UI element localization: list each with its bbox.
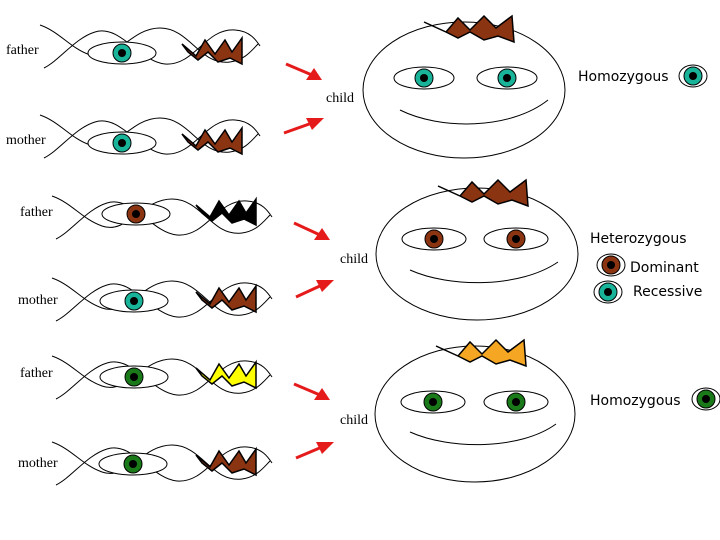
father-label: father bbox=[20, 205, 53, 220]
child-label: child bbox=[326, 91, 354, 106]
mother-label: mother bbox=[6, 133, 46, 148]
father-label: father bbox=[6, 43, 39, 58]
arrow-father-to-child bbox=[293, 221, 330, 240]
legend: Dominant Recessive bbox=[593, 253, 702, 304]
mother-hair bbox=[195, 283, 257, 314]
child-face bbox=[362, 14, 566, 159]
father-hair bbox=[195, 359, 257, 390]
arrow-mother-to-child bbox=[295, 280, 334, 299]
panel-1: father mother child bbox=[6, 14, 708, 159]
child-face bbox=[375, 178, 579, 321]
legend-recessive-label: Recessive bbox=[633, 284, 702, 300]
child-hair bbox=[423, 14, 515, 44]
arrow-mother-to-child bbox=[295, 442, 334, 460]
father-eye bbox=[126, 204, 146, 224]
legend-recessive: Recessive bbox=[593, 280, 702, 304]
mother-hair bbox=[181, 125, 243, 156]
father-hair bbox=[195, 196, 257, 227]
child-label: child bbox=[340, 413, 368, 428]
result-label: Heterozygous bbox=[590, 231, 687, 247]
panel-2: father mother child bbox=[18, 178, 702, 322]
child-hair bbox=[437, 178, 529, 208]
father-eye bbox=[112, 43, 132, 63]
father-hair bbox=[181, 35, 243, 66]
mother-eye bbox=[112, 133, 132, 153]
result-label: Homozygous bbox=[590, 393, 681, 409]
legend-dominant-label: Dominant bbox=[630, 260, 699, 276]
father-label: father bbox=[20, 366, 53, 381]
mother-hair bbox=[195, 446, 257, 477]
child-face bbox=[374, 338, 576, 483]
arrow-father-to-child bbox=[285, 62, 322, 80]
mother-label: mother bbox=[18, 456, 58, 471]
mother-eye bbox=[123, 454, 143, 474]
father-eye bbox=[124, 367, 144, 387]
result-label: Homozygous bbox=[578, 69, 669, 85]
result-eye bbox=[678, 64, 708, 88]
arrow-father-to-child bbox=[293, 382, 330, 400]
child-label: child bbox=[340, 252, 368, 267]
legend-dominant: Dominant bbox=[596, 253, 699, 277]
arrow-mother-to-child bbox=[283, 118, 324, 135]
child-hair bbox=[435, 338, 527, 368]
panel-3: father mother child bbox=[18, 338, 720, 486]
mother-label: mother bbox=[18, 293, 58, 308]
mother-eye bbox=[124, 291, 144, 311]
result-eye bbox=[691, 387, 720, 411]
